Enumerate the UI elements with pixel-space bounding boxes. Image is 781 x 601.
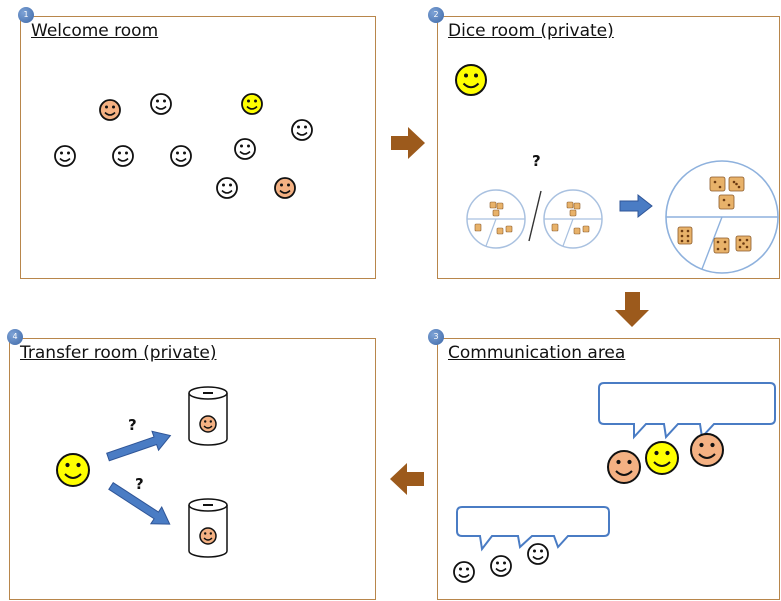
divider-slash (528, 190, 542, 242)
smiley-face-icon (607, 450, 641, 484)
smiley-face-icon (54, 145, 76, 167)
dice-icon (496, 227, 504, 235)
speech-bubble-icon (456, 506, 610, 552)
smiley-face-icon (234, 138, 256, 160)
smiley-face-icon (453, 561, 475, 583)
smiley-face-icon (216, 177, 238, 199)
dice-icon (566, 201, 574, 209)
dice-icon (569, 209, 577, 217)
dice-icon (573, 227, 581, 235)
smiley-face-icon (490, 555, 512, 577)
smiley-face-icon (56, 453, 90, 487)
transfer-room-title-main: Transfer room (20, 343, 138, 363)
step-badge-1: 1 (18, 7, 34, 23)
communication-area-title: Communication area (448, 343, 626, 363)
dice-icon (582, 225, 590, 233)
smiley-face-icon (527, 543, 549, 565)
dice-icon (718, 194, 735, 210)
dice-icon (492, 209, 500, 217)
dice-icon (709, 176, 726, 192)
money-jar-icon (188, 386, 228, 446)
blue-arrow-icon (106, 430, 172, 462)
step-badge-4: 4 (7, 329, 23, 345)
smiley-face-icon (690, 433, 724, 467)
blue-arrow-icon (108, 481, 171, 525)
flow-arrow-right-icon (391, 127, 425, 159)
dice-plate-large (665, 160, 779, 274)
transfer-room-title: Transfer room (private) (20, 343, 217, 363)
transfer-room-graphics (56, 386, 228, 558)
smiley-face-icon (274, 177, 296, 199)
transfer-question-mark-upper: ? (128, 416, 137, 434)
flow-arrow-down-icon (615, 292, 649, 327)
dice-icon (505, 225, 513, 233)
smiley-face-icon (455, 64, 487, 96)
smiley-face-icon (99, 99, 121, 121)
smiley-face-icon (645, 441, 679, 475)
step-badge-3: 3 (428, 329, 444, 345)
communication-area-graphics (453, 382, 776, 583)
dice-plate-middle (543, 189, 603, 249)
smiley-face-icon (241, 93, 263, 115)
dice-room-graphics (455, 64, 779, 274)
welcome-room-panel: Welcome room (20, 16, 376, 279)
dice-question-mark: ? (532, 152, 541, 170)
communication-area-panel: Communication area (437, 338, 780, 600)
blue-arrow-icon (619, 193, 653, 219)
dice-room-title: Dice room (private) (448, 21, 614, 41)
smiley-face-icon (112, 145, 134, 167)
dice-room-panel: Dice room (private) ? (437, 16, 780, 279)
smiley-face-icon (150, 93, 172, 115)
smiley-face-icon (170, 145, 192, 167)
speech-bubble-icon (598, 382, 776, 440)
step-badge-2: 2 (428, 7, 444, 23)
transfer-room-title-suffix: (private) (143, 343, 217, 363)
welcome-room-faces (54, 93, 313, 199)
dice-plate-left (466, 189, 526, 249)
transfer-question-mark-lower: ? (135, 475, 144, 493)
transfer-room-panel: Transfer room (private) ? ? (9, 338, 376, 600)
dice-icon (573, 202, 581, 210)
smiley-face-icon (291, 119, 313, 141)
dice-icon (474, 223, 482, 232)
dice-icon (489, 201, 497, 209)
dice-icon (551, 223, 559, 232)
dice-icon (496, 202, 504, 210)
money-jar-icon (188, 498, 228, 558)
welcome-room-title: Welcome room (31, 21, 159, 41)
flow-arrow-left-icon (390, 463, 424, 495)
